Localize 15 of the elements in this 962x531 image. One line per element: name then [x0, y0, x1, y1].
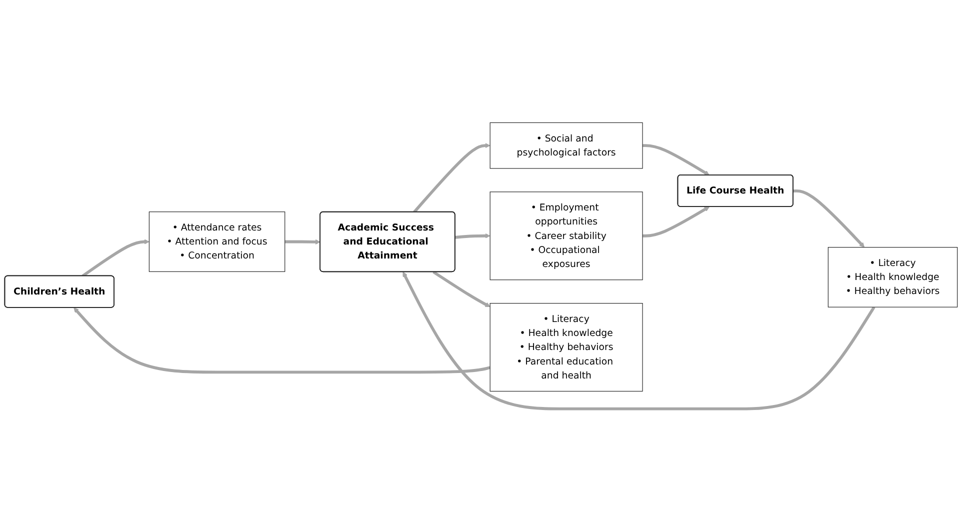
node-box: • Literacy • Health knowledge • Healthy behaviors — [828, 246, 958, 308]
arrow — [642, 144, 710, 176]
node-box: • Literacy • Health knowledge • Healthy behaviors • Parental education and health — [490, 302, 643, 392]
node-box: • Social and psychological factors — [490, 122, 643, 168]
arrow — [793, 189, 865, 248]
arrow — [455, 233, 490, 239]
node-box: • Employment opportunities • Career stability • Occupational exposures — [490, 191, 643, 280]
arrow — [402, 271, 876, 410]
arrow — [413, 142, 490, 213]
arrow — [82, 238, 150, 277]
arrow — [74, 307, 490, 374]
node-box: • Attendance rates • Attention and focus • Concentration — [148, 211, 286, 272]
arrow — [432, 270, 490, 307]
arrow — [642, 206, 710, 238]
arrow — [284, 239, 321, 244]
